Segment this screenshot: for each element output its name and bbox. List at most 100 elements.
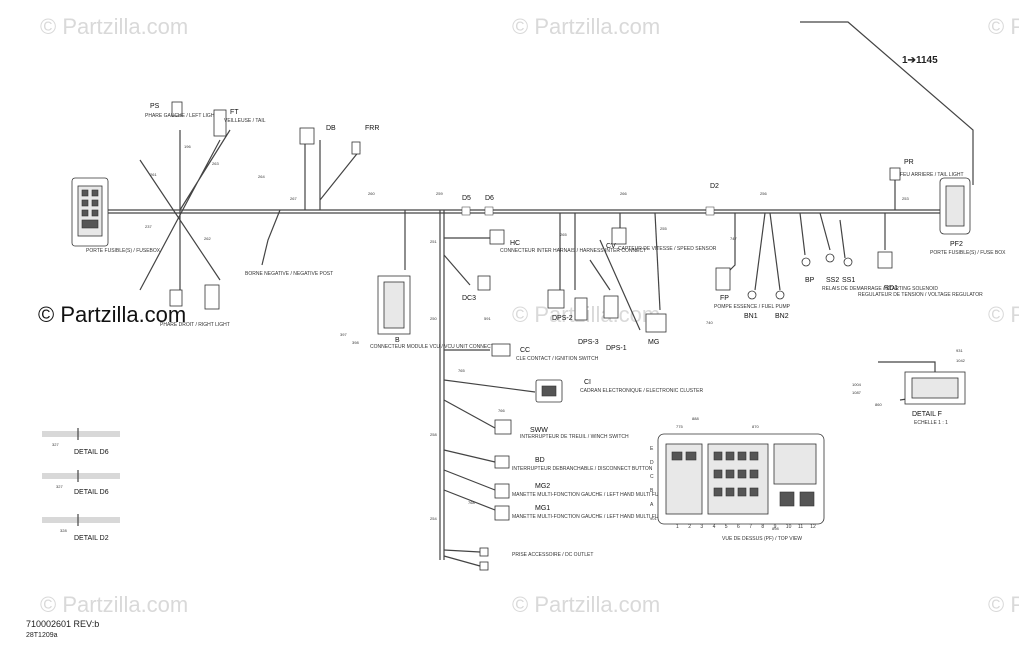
connector-right-light <box>169 289 183 307</box>
connector-ci: CI <box>535 379 591 403</box>
winch-label: INTERRUPTEUR DE TREUIL / WINCH SWITCH <box>520 434 629 440</box>
fuse-grid-row-B: B <box>650 488 654 494</box>
svg-text:BN2: BN2 <box>775 313 789 320</box>
part-num-824: 860 <box>875 402 882 407</box>
fuse-box-top-view <box>657 433 825 525</box>
watermark-main: © Partzilla.com <box>38 302 187 327</box>
svg-text:PF2: PF2 <box>950 241 963 248</box>
part-num-775: 775 <box>676 424 683 429</box>
pf2-fuse-label: PORTE FUSIBLE(S) / FUSE BOX <box>930 250 1006 256</box>
part-num-196: 196 <box>184 144 191 149</box>
connector-cv: CV <box>606 227 627 250</box>
fuse-grid-col-5: 5 <box>725 524 728 530</box>
svg-text:DC3: DC3 <box>462 295 476 302</box>
svg-text:FP: FP <box>720 295 729 302</box>
fuse-view-label: VUE DE DESSUS (PF) / TOP VIEW <box>722 536 802 542</box>
branch-bn <box>754 212 781 291</box>
svg-text:DPS-1: DPS-1 <box>606 345 627 352</box>
neg-post-label: BORNE NEGATIVE / NEGATIVE POST <box>245 271 333 277</box>
part-num-259: 259 <box>436 191 443 196</box>
detail-d2: DETAIL D2 <box>42 514 120 542</box>
svg-text:B: B <box>395 337 400 344</box>
svg-text:BD: BD <box>535 457 545 464</box>
part-num-265: 265 <box>560 232 567 237</box>
pf-fuse-label: PORTE FUSIBLE(S) / FUSEBOX <box>86 248 161 254</box>
svg-text:CI: CI <box>584 379 591 386</box>
harness-conn-label: CONNECTEUR INTER HARNAIS / HARNESS INTER… <box>500 248 646 254</box>
drawing-number: 710002601 REV:b <box>26 619 100 629</box>
connector-ps: PS <box>150 101 183 117</box>
ignition-label: CLE CONTACT / IGNITION SWITCH <box>516 356 599 362</box>
svg-text:SS1: SS1 <box>842 277 855 284</box>
svg-text:FT: FT <box>230 109 239 116</box>
connector-mg1: MG1 <box>494 505 550 521</box>
svg-text:BN1: BN1 <box>744 313 758 320</box>
multi-right-label: MANETTE MULTI-FONCTION GAUCHE / LEFT HAN… <box>512 514 699 520</box>
svg-text:PR: PR <box>904 159 914 166</box>
multi-left-label: MANETTE MULTI-FONCTION GAUCHE / LEFT HAN… <box>512 492 699 498</box>
part-num-250: 250 <box>430 316 437 321</box>
branch-dc3 <box>443 254 471 286</box>
connector-mg2: MG2 <box>494 483 550 499</box>
watermark-bottom-center: © Partzilla.com <box>512 592 661 617</box>
regulator-label: REGULATEUR DE TENSION / VOLTAGE REGULATO… <box>858 292 983 298</box>
svg-text:DB: DB <box>326 125 336 132</box>
part-num-872: 870 <box>752 424 759 429</box>
fuse-grid-col-6: 6 <box>737 524 740 530</box>
splice-d6: D6 <box>484 195 494 216</box>
right-light-label: PHARE DROIT / RIGHT LIGHT <box>160 322 230 328</box>
svg-text:SS2: SS2 <box>826 277 839 284</box>
svg-text:DPS-3: DPS-3 <box>578 339 599 346</box>
connector-mg: MG <box>645 313 667 346</box>
connector-fp: FP <box>715 267 731 302</box>
svg-text:ECHELLE 1 : 1: ECHELLE 1 : 1 <box>914 420 948 426</box>
part-num-898: 898 <box>772 526 779 531</box>
sheet-code: 28T1209a <box>26 632 58 639</box>
part-num-930: 931 <box>956 348 963 353</box>
svg-text:D2: D2 <box>710 183 719 190</box>
branch-ci <box>443 379 536 393</box>
part-num-263: 263 <box>212 161 219 166</box>
connector-b: B <box>377 275 411 344</box>
watermark-top-center: © Partzilla.com <box>512 14 661 39</box>
part-num-255: 255 <box>660 226 667 231</box>
svg-text:BP: BP <box>805 277 815 284</box>
part-num-901: 901 <box>650 516 657 521</box>
svg-text:DETAIL D2: DETAIL D2 <box>74 535 109 542</box>
part-num-768: 768 <box>468 500 475 505</box>
part-num-260: 260 <box>368 191 375 196</box>
connector-frr: FRR <box>351 125 379 155</box>
fuel-pump-label: POMPE ESSENCE / FUEL PUMP <box>714 304 791 310</box>
svg-text:SWW: SWW <box>530 427 548 434</box>
fuse-grid-row-E: E <box>650 446 654 452</box>
post-bp: BP <box>801 257 815 284</box>
svg-text:CC: CC <box>520 347 530 354</box>
watermark-top-right: © Partzilla.com <box>988 14 1019 39</box>
svg-text:PS: PS <box>150 103 160 110</box>
detail-f: DETAIL F ECHELLE 1 : 1 <box>878 361 966 426</box>
fuse-grid-col-3: 3 <box>700 524 703 530</box>
fuse-grid-col-2: 2 <box>688 524 691 530</box>
svg-text:DETAIL F: DETAIL F <box>912 411 942 418</box>
part-num-264: 264 <box>258 174 265 179</box>
branch-accessory <box>443 549 481 567</box>
connector-db: DB <box>299 125 336 145</box>
branch-bp <box>799 212 846 259</box>
branch-sww <box>443 399 496 429</box>
part-num-1042: 1042 <box>956 358 966 363</box>
svg-text:D5: D5 <box>462 195 471 202</box>
branch-db <box>304 140 361 210</box>
detail-d6-b: DETAIL D6 <box>42 470 120 496</box>
accessory-label: PRISE ACCESSOIRE / DC OUTLET <box>512 552 593 558</box>
part-num-256: 256 <box>760 191 767 196</box>
connector-rd1: RD1 <box>877 251 898 292</box>
cluster-label: CADRAN ELECTRONIQUE / ELECTRONIC CLUSTER <box>580 388 703 394</box>
fuse-grid-col-12: 12 <box>810 524 816 530</box>
part-num-888: 888 <box>692 416 699 421</box>
left-light-label: PHARE GAUCHE / LEFT LIGHT <box>145 113 217 119</box>
part-num-747: 747 <box>730 236 737 241</box>
svg-text:MG: MG <box>648 339 659 346</box>
rev-light-label: VEILLEUSE / TAIL <box>224 118 266 124</box>
